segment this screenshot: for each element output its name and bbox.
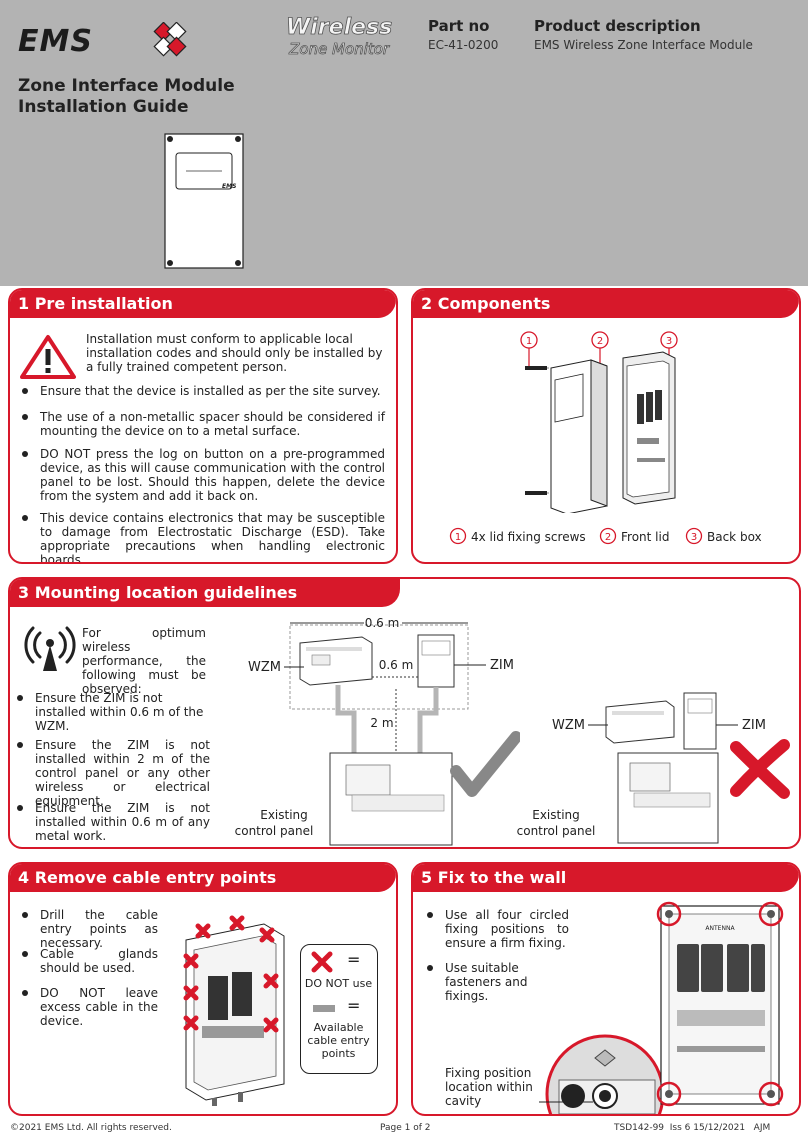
list-item: Ensure the ZIM is not installed within 2… (17, 738, 210, 808)
cross-icon (730, 739, 790, 799)
svg-text:EMS: EMS (222, 183, 236, 190)
list-item: Use suitable fasteners and fixings. (427, 961, 569, 1003)
key-available-line2: cable entry (307, 1034, 370, 1047)
part-no-value: EC-41-0200 (428, 38, 499, 52)
distance-vertical-label: 2 m (370, 716, 393, 730)
list-item: Ensure the ZIM is not installed within 0… (17, 691, 210, 733)
section-components: 2 Components 1 2 3 1 4x lid fixing screw… (411, 288, 801, 564)
legend-label-front-lid: Front lid (621, 530, 670, 544)
panel-label-line2: control panel (517, 824, 596, 838)
warning-icon (20, 335, 76, 379)
section-heading: 4 Remove cable entry points (10, 864, 396, 892)
callout-3: 3 (666, 336, 672, 347)
section-heading: 1 Pre installation (10, 290, 396, 318)
panel-label-line1: Existing (260, 808, 308, 822)
section-remove-cable-entry: 4 Remove cable entry points Drill the ca… (8, 862, 398, 1116)
fixing-position-label: Fixing position location within cavity (445, 1066, 533, 1108)
svg-text:1: 1 (455, 532, 461, 543)
incorrect-placement-diagram: WZM ZIM Existing control panel (517, 692, 766, 844)
footer-page-number: Page 1 of 2 (380, 1123, 431, 1133)
document-title-line1: Zone Interface Module (18, 76, 235, 96)
mounting-intro: For optimum wireless performance, the fo… (82, 626, 206, 696)
footer-copyright: ©2021 EMS Ltd. All rights reserved. (10, 1123, 172, 1133)
list-item: The use of a non-metallic spacer should … (22, 410, 385, 438)
legend-label-back-box: Back box (707, 530, 762, 544)
footer-document-reference: TSD142-99 Iss 6 15/12/2021 AJM (614, 1123, 771, 1133)
list-item: Ensure that the device is installed as p… (22, 384, 385, 398)
back-box-cable-entry-illustration (183, 915, 285, 1106)
distance-top-label: 0.6 m (365, 616, 400, 630)
ems-diamond-logo-icon (153, 22, 187, 57)
zone-interface-module-illustration: EMS (164, 133, 244, 269)
key-available-line1: Available (313, 1021, 364, 1034)
equals-sign: = (347, 996, 361, 1015)
part-no-heading: Part no (428, 17, 490, 35)
wireless-zone-monitor-logo: Wireless Zone Monitor (286, 15, 393, 59)
svg-text:2: 2 (605, 532, 611, 543)
callout-2: 2 (597, 336, 603, 347)
back-box-fixing-illustration: ANTENNA (656, 901, 784, 1107)
list-item: This device contains electronics that ma… (22, 511, 385, 562)
equals-sign: = (347, 950, 361, 969)
wireless-logo-line1: Wireless (286, 15, 393, 40)
section-heading: 5 Fix to the wall (413, 864, 799, 892)
product-description-heading: Product description (534, 17, 701, 35)
wzm-label: WZM (552, 718, 585, 733)
section-pre-installation: 1 Pre installation Installation must con… (8, 288, 398, 564)
antenna-label: ANTENNA (705, 925, 735, 932)
panel-label-line1: Existing (532, 808, 580, 822)
wireless-signal-icon (24, 626, 76, 671)
key-available: Available cable entry points (301, 1021, 376, 1060)
legend-label-screws: 4x lid fixing screws (471, 530, 586, 544)
product-description-value: EMS Wireless Zone Interface Module (534, 38, 753, 52)
document-title-line2: Installation Guide (18, 97, 189, 117)
fixing-cavity-detail-illustration (539, 1034, 665, 1114)
wzm-label: WZM (248, 660, 281, 675)
distance-mid-label: 0.6 m (379, 658, 414, 672)
cable-entry-key: = DO NOT use = Available cable entry poi… (300, 944, 378, 1074)
checkmark-icon (450, 731, 520, 797)
warning-text: Installation must conform to applicable … (86, 332, 383, 374)
legend-callout-3: 3 (685, 527, 703, 545)
panel-label-line2: control panel (235, 824, 314, 838)
svg-text:3: 3 (691, 532, 697, 543)
section-heading: 2 Components (413, 290, 799, 318)
zim-label: ZIM (742, 718, 766, 733)
legend-callout-2: 2 (599, 527, 617, 545)
callout-1: 1 (526, 336, 532, 347)
list-item: Use all four circled fixing positions to… (427, 908, 569, 950)
document-title: Zone Interface Module Installation Guide (18, 76, 235, 118)
wireless-logo-line2: Zone Monitor (289, 40, 390, 59)
components-exploded-illustration: 1 2 3 (520, 331, 678, 513)
list-item: Ensure the ZIM is not installed within 0… (17, 801, 210, 843)
section-mounting-location: 3 Mounting location guidelines For optim… (8, 577, 801, 849)
list-item: DO NOT leave excess cable in the device. (22, 986, 158, 1028)
available-entry-icon (313, 1005, 335, 1012)
key-available-line3: points (321, 1047, 356, 1060)
key-do-not-use: DO NOT use (304, 977, 373, 990)
list-item: Drill the cable entry points as necessar… (22, 908, 158, 950)
section-heading: 3 Mounting location guidelines (10, 579, 400, 607)
list-item: Cable glands should be used. (22, 947, 158, 975)
section-fix-to-wall: 5 Fix to the wall Use all four circled f… (411, 862, 801, 1116)
legend-callout-1: 1 (449, 527, 467, 545)
list-item: DO NOT press the log on button on a pre-… (22, 447, 385, 503)
zim-label: ZIM (490, 658, 514, 673)
ems-logo: EMS (18, 24, 93, 59)
cross-icon (311, 951, 333, 973)
correct-placement-diagram: 0.6 m WZM ZIM 0.6 m 2 m Existing control… (235, 616, 514, 846)
header-band: EMS Wireless Zone Monitor Part no EC-41-… (0, 0, 808, 286)
